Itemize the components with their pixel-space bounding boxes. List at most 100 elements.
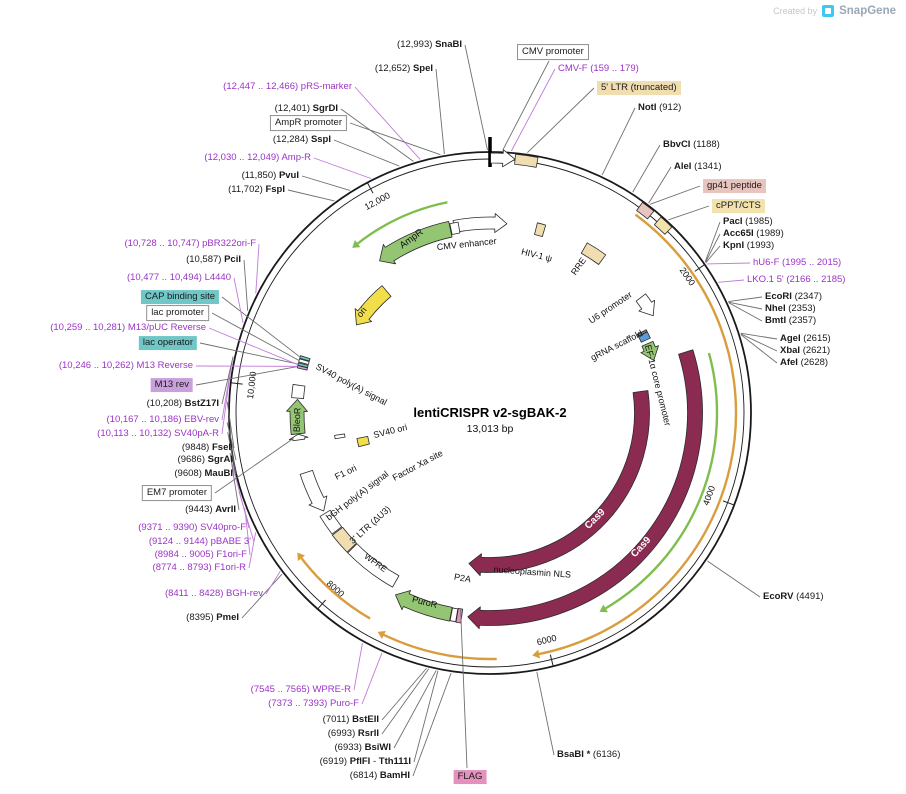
callout-acc65i[interactable]: Acc65I (1989): [723, 228, 784, 240]
callout-label-lac-promoter[interactable]: lac promoter: [146, 305, 209, 322]
feature-bleor[interactable]: [286, 398, 308, 435]
callout-m13-puc-reverse[interactable]: (10,259 .. 10,281) M13/pUC Reverse: [50, 322, 206, 334]
feature-hiv-1-psi[interactable]: [534, 222, 547, 237]
feature-cppt-cts[interactable]: [653, 216, 673, 235]
orf-cas9-frame[interactable]: [604, 352, 719, 610]
callout-bbvci[interactable]: BbvCI (1188): [663, 139, 720, 151]
callout-ecori[interactable]: EcoRI (2347): [765, 291, 822, 303]
callout-pcii[interactable]: (10,587) PciI: [186, 254, 241, 266]
orf-bottom-2[interactable]: [300, 557, 371, 620]
callout-label-lac-operator[interactable]: lac operator: [138, 336, 197, 351]
callout-label-cap-binding-site[interactable]: CAP binding site: [140, 290, 219, 305]
callout-pvui[interactable]: (11,850) PvuI: [242, 170, 299, 182]
callout-fspi[interactable]: (11,702) FspI: [228, 184, 285, 196]
callout-gp41-peptide[interactable]: gp41 peptide: [703, 179, 766, 194]
map-label-ori[interactable]: ori: [355, 305, 369, 319]
callout-bmti[interactable]: BmtI (2357): [765, 315, 816, 327]
feature-ampr-promoter-box[interactable]: [449, 221, 461, 235]
callout-lko1-5[interactable]: LKO.1 5' (2166 .. 2185): [747, 274, 845, 286]
feature-bgh-polya[interactable]: [319, 509, 343, 535]
callout-sgrdi[interactable]: (12,401) SgrDI: [275, 103, 338, 115]
feature-u6-promoter[interactable]: [635, 293, 655, 317]
callout-paci[interactable]: PacI (1985): [723, 216, 773, 228]
callout-pmei[interactable]: (8395) PmeI: [186, 612, 239, 624]
callout-label-flag[interactable]: FLAG: [453, 770, 487, 785]
callout-bgh-rev[interactable]: (8411 .. 8428) BGH-rev: [165, 588, 263, 600]
callout-kpni[interactable]: KpnI (1993): [723, 240, 774, 252]
orf-ampr-frame[interactable]: [356, 201, 448, 245]
feature-sv40-ori[interactable]: [356, 436, 370, 448]
callout-m13-reverse[interactable]: (10,246 .. 10,262) M13 Reverse: [59, 360, 193, 372]
callout-flag[interactable]: FLAG: [453, 770, 487, 785]
callout-em7-promoter[interactable]: EM7 promoter: [141, 485, 212, 502]
callout-label-ampr-promoter[interactable]: AmpR promoter: [269, 115, 347, 132]
callout-pflfi-tth111i[interactable]: (6919) PflFI - Tth111I: [320, 756, 411, 768]
callout-bsabi[interactable]: BsaBI * (6136): [557, 749, 620, 761]
callout-puro-f[interactable]: (7373 .. 7393) Puro-F: [268, 698, 359, 710]
callout-pbabe-3[interactable]: (9124 .. 9144) pBABE 3': [149, 536, 251, 548]
callout-m13-rev[interactable]: M13 rev: [150, 378, 193, 393]
callout-cmv-promoter[interactable]: CMV promoter: [517, 44, 589, 61]
callout-label-m13-rev[interactable]: M13 rev: [150, 378, 193, 393]
callout-l4440[interactable]: (10,477 .. 10,494) L4440: [127, 272, 231, 284]
feature-gp41-peptide[interactable]: [636, 202, 655, 220]
feature-factor-xa-site[interactable]: [334, 433, 346, 440]
feature-ef1a-core-promoter[interactable]: [640, 340, 659, 361]
feature-3-ltr-du3[interactable]: [331, 526, 357, 553]
callout-label-em7-promoter[interactable]: EM7 promoter: [141, 485, 212, 502]
feature-em7-promoter[interactable]: [288, 433, 309, 442]
callout-lac-operator[interactable]: lac operator: [138, 336, 197, 351]
callout-nhei[interactable]: NheI (2353): [765, 303, 816, 315]
callout-alei[interactable]: AleI (1341): [674, 161, 722, 173]
feature-cmv-enhancer[interactable]: [452, 213, 508, 233]
callout-afei[interactable]: AfeI (2628): [780, 357, 828, 369]
callout-ebv-rev[interactable]: (10,167 .. 10,186) EBV-rev: [107, 414, 220, 426]
callout-lac-promoter[interactable]: lac promoter: [146, 305, 209, 322]
map-label-bleor[interactable]: BleoR: [292, 407, 303, 432]
feature-ampr[interactable]: [379, 221, 453, 265]
callout-hu6-f[interactable]: hU6-F (1995 .. 2015): [753, 257, 841, 269]
callout-bstz17i[interactable]: (10,208) BstZ17I: [147, 398, 219, 410]
callout-5-ltr-truncated[interactable]: 5' LTR (truncated): [597, 81, 681, 96]
callout-bamhi[interactable]: (6814) BamHI: [350, 770, 410, 782]
callout-wpre-r[interactable]: (7545 .. 7565) WPRE-R: [251, 684, 351, 696]
callout-cap-binding-site[interactable]: CAP binding site: [140, 290, 219, 305]
feature-rre[interactable]: [580, 242, 607, 265]
orf-bottom-1[interactable]: [383, 633, 497, 661]
feature-ori[interactable]: [354, 285, 392, 326]
feature-cas9-fusion[interactable]: [468, 390, 650, 577]
callout-sspi[interactable]: (12,284) SspI: [273, 134, 331, 146]
callout-sv40pa-r[interactable]: (10,113 .. 10,132) SV40pA-R: [97, 428, 219, 440]
feature-sv40-polya[interactable]: [291, 384, 306, 399]
feature-cmv-promoter[interactable]: [490, 149, 516, 168]
callout-label-cppt-cts[interactable]: cPPT/CTS: [712, 199, 765, 214]
feature-cap-binding-site[interactable]: [299, 355, 311, 362]
callout-xbai[interactable]: XbaI (2621): [780, 345, 830, 357]
feature-grna-scaffold[interactable]: [638, 331, 651, 343]
callout-bsiwi[interactable]: (6933) BsiWI: [335, 742, 392, 754]
callout-rsrii[interactable]: (6993) RsrII: [328, 728, 379, 740]
callout-sv40pro-f[interactable]: (9371 .. 9390) SV40pro-F: [138, 522, 246, 534]
feature-lac-promoter[interactable]: [298, 358, 310, 365]
callout-amp-r[interactable]: (12,030 .. 12,049) Amp-R: [204, 152, 311, 164]
callout-label-gp41-peptide[interactable]: gp41 peptide: [703, 179, 766, 194]
callout-prs-marker[interactable]: (12,447 .. 12,466) pRS-marker: [223, 81, 352, 93]
callout-agei[interactable]: AgeI (2615): [780, 333, 831, 345]
feature-wpre[interactable]: [347, 543, 400, 588]
callout-ampr-promoter[interactable]: AmpR promoter: [269, 115, 347, 132]
callout-cmv-f[interactable]: CMV-F (159 .. 179): [558, 63, 639, 75]
orf-right-long[interactable]: [538, 213, 738, 656]
callout-label-5-ltr-truncated[interactable]: 5' LTR (truncated): [597, 81, 681, 96]
callout-ecorv[interactable]: EcoRV (4491): [763, 591, 824, 603]
feature-cas9[interactable]: [467, 349, 703, 630]
callout-f1ori-f[interactable]: (8984 .. 9005) F1ori-F: [155, 549, 247, 561]
feature-puror[interactable]: [395, 590, 453, 622]
callout-fsei[interactable]: (9848) FseI: [182, 442, 231, 454]
callout-pbr322ori-f[interactable]: (10,728 .. 10,747) pBR322ori-F: [125, 238, 257, 250]
callout-noti[interactable]: NotI (912): [638, 102, 681, 114]
map-label-p2a[interactable]: P2A: [453, 572, 471, 585]
feature-5-ltr-truncated[interactable]: [514, 153, 539, 168]
feature-f1-ori[interactable]: [299, 469, 328, 512]
callout-avrii[interactable]: (9443) AvrII: [185, 504, 236, 516]
callout-maubi[interactable]: (9608) MauBI: [174, 468, 233, 480]
